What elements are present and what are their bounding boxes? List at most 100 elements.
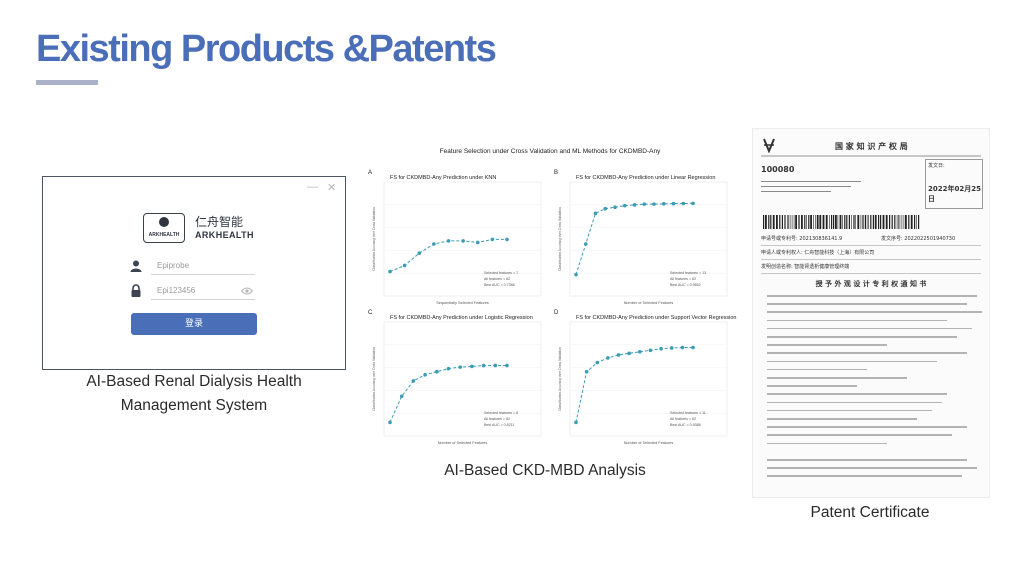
- body-text-line: [767, 402, 942, 404]
- user-icon: [129, 259, 143, 273]
- barcode-bar: [801, 215, 803, 229]
- barcode-bar: [892, 215, 893, 229]
- barcode-bar: [863, 215, 864, 229]
- barcode-bar: [813, 215, 814, 229]
- x-axis-label: Number of Selected Features: [624, 301, 674, 305]
- body-text-line: [767, 295, 977, 297]
- chart-title: FS for CKDMBD-Any Prediction under Logis…: [390, 315, 533, 321]
- minimize-icon[interactable]: —: [307, 181, 318, 193]
- barcode-bar: [806, 215, 807, 229]
- data-point: [672, 202, 676, 206]
- chart-panel-b: BFS for CKDMBD-Any Prediction under Line…: [552, 168, 734, 308]
- plot-area: [570, 182, 727, 296]
- chart-panel-c: C FS for CKDMBD-Any Prediction under Logi…: [366, 308, 548, 448]
- barcode-bar: [853, 215, 854, 229]
- barcode-bar: [823, 215, 825, 229]
- data-point: [400, 394, 404, 398]
- body-text-line: [767, 410, 932, 412]
- feature-selection-figure: Feature Selection under Cross Validation…: [360, 140, 740, 450]
- body-text-line: [767, 434, 952, 436]
- cnipa-logo-icon: [761, 137, 777, 153]
- barcode-bar: [868, 215, 869, 229]
- barcode-bar: [862, 215, 863, 229]
- barcode-bar: [880, 215, 881, 229]
- arkhealth-logo: ARKHEALTH: [143, 213, 185, 243]
- eye-icon[interactable]: [241, 287, 253, 295]
- stats-label: All features = 62: [670, 277, 696, 281]
- data-point: [432, 242, 436, 246]
- stats-label: All features = 62: [484, 417, 510, 421]
- barcode-bar: [911, 215, 913, 229]
- data-point: [670, 346, 674, 350]
- patent-caption: Patent Certificate: [770, 504, 970, 522]
- login-window: — ✕ ARKHEALTH 仁舟智能 ARKHEALTH Epiprobe Ep…: [42, 176, 346, 370]
- close-icon[interactable]: ✕: [327, 181, 336, 194]
- data-point: [659, 347, 663, 351]
- body-text-line: [767, 377, 907, 379]
- rule: [761, 273, 981, 274]
- barcode-bar: [902, 215, 903, 229]
- data-point: [505, 238, 509, 242]
- stats-label: All features = 62: [484, 277, 510, 281]
- barcode-bar: [855, 215, 856, 229]
- y-axis-label: Classification Accuracy over Cross Valid…: [558, 347, 562, 411]
- barcode-bar: [763, 215, 764, 229]
- stats-label: Selected features = 11: [670, 411, 706, 415]
- data-point: [649, 348, 653, 352]
- body-text-line: [767, 459, 967, 461]
- panel-letter: C: [368, 310, 373, 316]
- body-text-line: [767, 393, 947, 395]
- password-field[interactable]: Epi123456: [151, 282, 255, 300]
- barcode-bar: [857, 215, 859, 229]
- chart-a: AFS for CKDMBD-Any Prediction under KNNC…: [366, 168, 548, 308]
- y-axis-label: Classification Accuracy over Cross Valid…: [372, 347, 376, 411]
- data-point: [606, 356, 610, 360]
- barcode-bar: [883, 215, 885, 229]
- stats-label: Selected features = 8: [484, 411, 518, 415]
- data-point: [691, 346, 695, 350]
- ckd-caption: AI-Based CKD-MBD Analysis: [400, 462, 690, 480]
- stats-label: Best AUC = 0.9388: [670, 423, 701, 427]
- plot-area: [570, 322, 727, 436]
- x-axis-label: Sequentially Selected Features: [436, 301, 489, 305]
- barcode-bar: [815, 215, 816, 229]
- barcode-bar: [870, 215, 871, 229]
- barcode-bar: [900, 215, 901, 229]
- barcode-bar: [916, 215, 917, 229]
- data-point: [494, 364, 498, 368]
- stats-label: Selected features = 13: [670, 271, 706, 275]
- body-text-line: [767, 336, 957, 338]
- data-point: [458, 365, 462, 369]
- barcode-bar: [898, 215, 899, 229]
- rule: [761, 259, 981, 260]
- data-point: [403, 264, 407, 268]
- barcode-bar: [886, 215, 888, 229]
- barcode-bar: [787, 215, 788, 229]
- data-point: [595, 361, 599, 365]
- chart-d: DFS for CKDMBD-Any Prediction under Supp…: [552, 308, 734, 448]
- username-field[interactable]: Epiprobe: [151, 257, 255, 275]
- barcode-icon: [763, 215, 921, 229]
- title-underline: [36, 80, 98, 85]
- x-axis-label: Number of Selected Features: [438, 441, 488, 445]
- login-button[interactable]: 登录: [131, 313, 257, 335]
- data-point: [388, 270, 392, 274]
- data-point: [627, 352, 631, 356]
- barcode-bar: [849, 215, 850, 229]
- body-text-line: [767, 303, 967, 305]
- data-point: [681, 346, 685, 350]
- data-point: [617, 353, 621, 357]
- barcode-bar: [842, 215, 843, 229]
- body-text-line: [767, 352, 967, 354]
- data-point: [435, 370, 439, 374]
- data-point: [447, 367, 451, 371]
- barcode-bar: [795, 215, 797, 229]
- data-point: [574, 421, 578, 425]
- panel-letter: A: [368, 170, 372, 176]
- data-point: [633, 203, 637, 207]
- barcode-bar: [904, 215, 905, 229]
- address-line: [761, 181, 861, 182]
- barcode-bar: [835, 215, 837, 229]
- design-name: 发明创造名称: 智能肾透析健康管理终端: [761, 263, 849, 270]
- barcode-bar: [782, 215, 783, 229]
